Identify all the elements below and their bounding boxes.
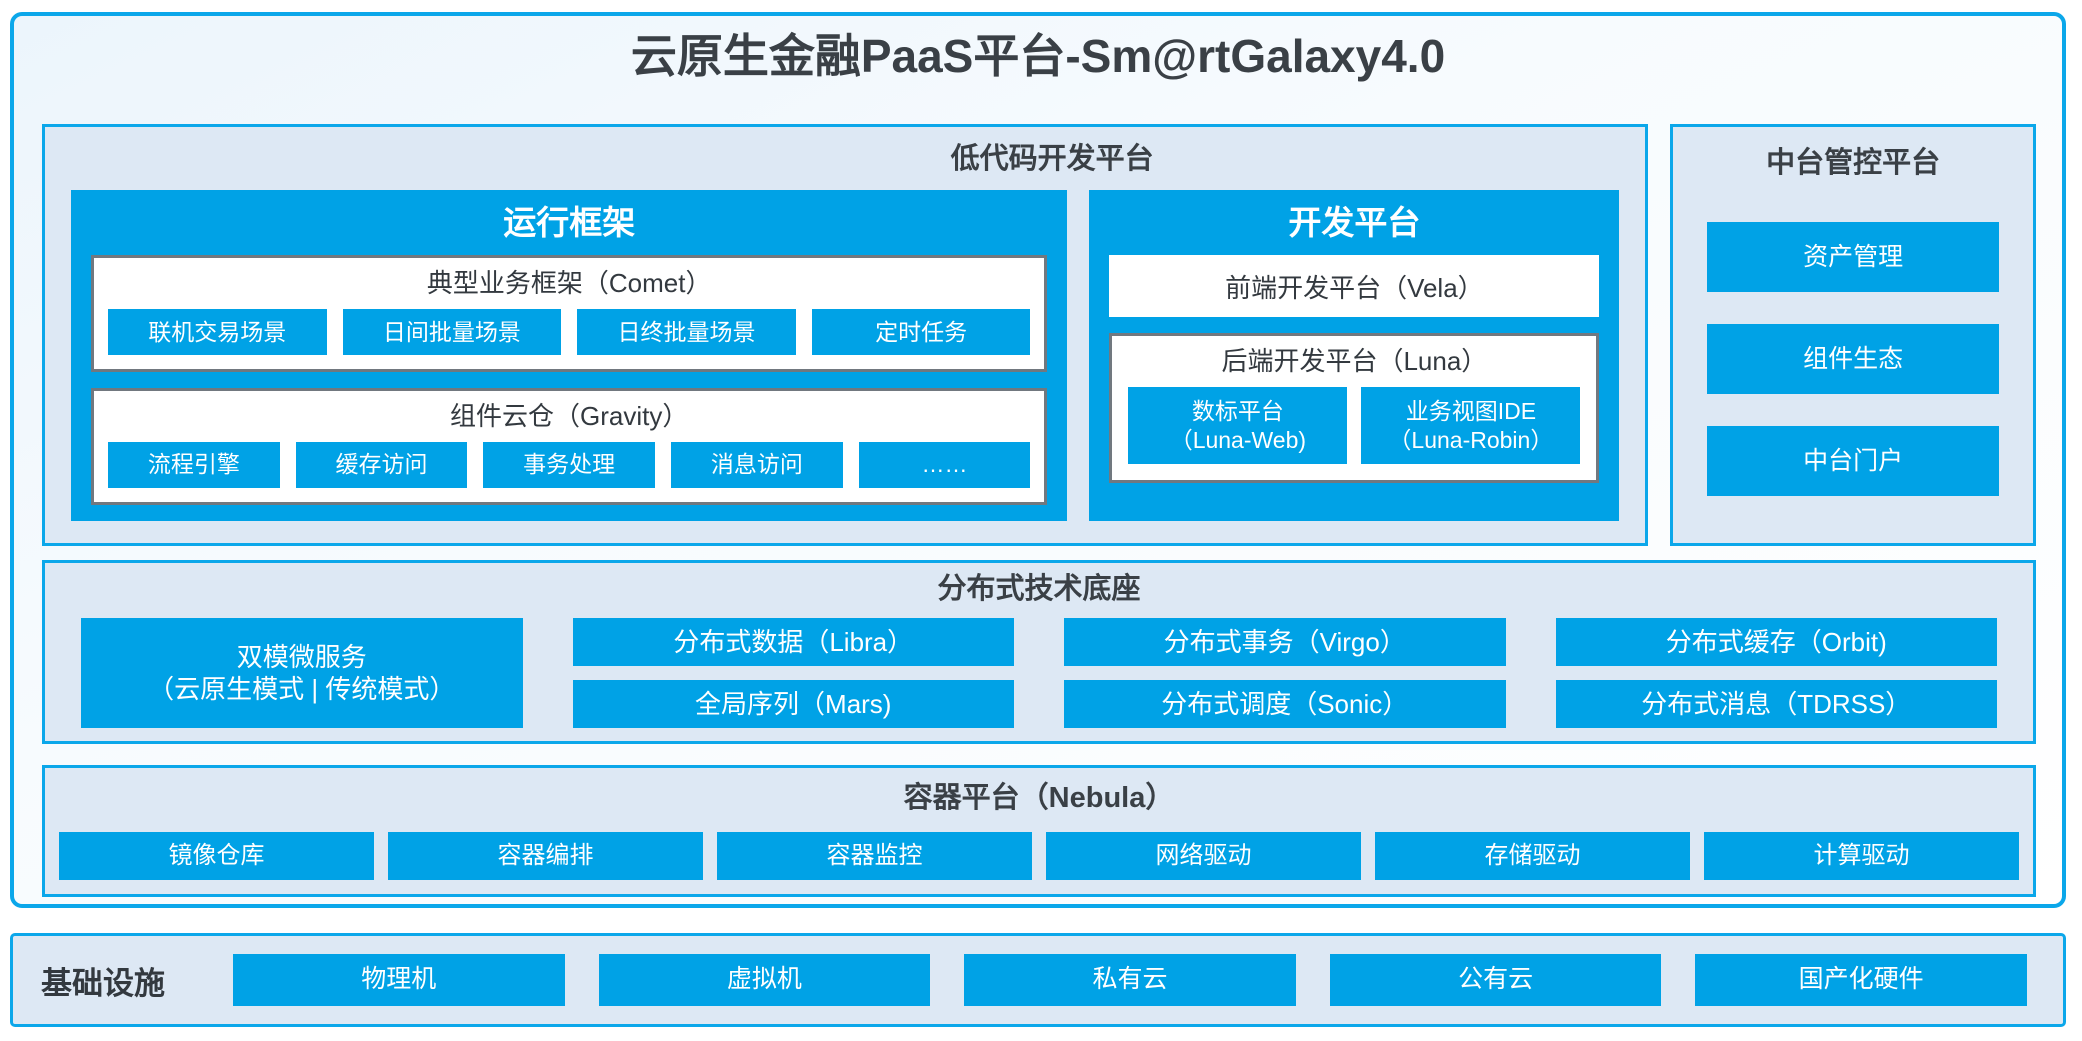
nebula-header: 容器平台（Nebula）: [903, 781, 1175, 814]
top-row: 低代码开发平台 运行框架 典型业务框架（Comet） 联机交易场景 日间批量场景…: [42, 123, 2036, 546]
dev-platform-panel: 开发平台 前端开发平台（Vela） 后端开发平台（Luna） 数标平台 （Lun…: [1089, 190, 1620, 521]
item-midplatform-portal: 中台门户: [1707, 426, 1999, 497]
comet-items: 联机交易场景 日间批量场景 日终批量场景 定时任务: [94, 308, 1044, 369]
item-process-engine: 流程引擎: [108, 441, 280, 488]
dev-platform-title: 开发平台: [1288, 204, 1421, 242]
luna-web-line2: （Luna-Web): [1169, 426, 1307, 453]
item-distributed-transaction-virgo: 分布式事务（Virgo）: [1064, 618, 1506, 667]
item-component-ecosystem: 组件生态: [1707, 324, 1999, 395]
luna-title: 后端开发平台（Luna）: [1221, 346, 1488, 377]
item-scheduled-task: 定时任务: [811, 308, 1031, 355]
runtime-framework-title: 运行框架: [503, 204, 636, 242]
item-public-cloud: 公有云: [1329, 954, 1662, 1006]
main-title: 云原生金融PaaS平台-Sm@rtGalaxy4.0: [630, 30, 1446, 82]
luna-box: 后端开发平台（Luna） 数标平台 （Luna-Web) 业务视图IDE （Lu…: [1109, 333, 1600, 484]
comet-title: 典型业务框架（Comet）: [426, 268, 712, 299]
item-image-registry: 镜像仓库: [59, 832, 374, 881]
luna-items: 数标平台 （Luna-Web) 业务视图IDE （Luna-Robin）: [1112, 386, 1596, 481]
item-luna-web: 数标平台 （Luna-Web): [1128, 386, 1348, 465]
item-network-driver: 网络驱动: [1046, 832, 1361, 881]
infrastructure-label: 基础设施: [41, 965, 165, 1001]
dual-mode-line1: 双模微服务: [236, 641, 367, 672]
midplatform-container: 中台管控平台 资产管理 组件生态 中台门户: [1670, 123, 2036, 546]
item-storage-driver: 存储驱动: [1375, 832, 1690, 881]
item-daytime-batch: 日间批量场景: [342, 308, 562, 355]
luna-robin-line1: 业务视图IDE: [1405, 397, 1537, 424]
luna-web-line1: 数标平台: [1191, 397, 1284, 424]
runtime-framework-panel: 运行框架 典型业务框架（Comet） 联机交易场景 日间批量场景 日终批量场景 …: [71, 190, 1068, 521]
midplatform-header: 中台管控平台: [1766, 146, 1941, 179]
item-distributed-cache-orbit: 分布式缓存（Orbit): [1555, 618, 1997, 667]
item-asset-management: 资产管理: [1707, 222, 1999, 293]
lowcode-platform-header: 低代码开发平台: [950, 142, 1154, 175]
item-distributed-data-libra: 分布式数据（Libra）: [572, 618, 1014, 667]
comet-box: 典型业务框架（Comet） 联机交易场景 日间批量场景 日终批量场景 定时任务: [91, 255, 1048, 372]
distributed-base-header: 分布式技术底座: [937, 572, 1141, 605]
gravity-box: 组件云仓（Gravity） 流程引擎 缓存访问 事务处理 消息访问 ……: [91, 387, 1048, 505]
midplatform-items: 资产管理 组件生态 中台门户: [1673, 182, 2033, 497]
item-virtual-machine: 虚拟机: [598, 954, 931, 1006]
item-message-access: 消息访问: [671, 441, 843, 488]
nebula-items: 镜像仓库 容器编排 容器监控 网络驱动 存储驱动 计算驱动: [45, 817, 2033, 881]
item-transaction-processing: 事务处理: [483, 441, 656, 488]
item-global-sequence-mars: 全局序列（Mars): [572, 680, 1014, 729]
item-distributed-messaging-tdrss: 分布式消息（TDRSS）: [1555, 680, 1997, 729]
lowcode-panels: 运行框架 典型业务框架（Comet） 联机交易场景 日间批量场景 日终批量场景 …: [45, 190, 1645, 542]
item-cache-access: 缓存访问: [295, 441, 468, 488]
gravity-title: 组件云仓（Gravity）: [450, 400, 689, 431]
item-private-cloud: 私有云: [964, 954, 1296, 1006]
distributed-grid: 双模微服务 （云原生模式 | 传统模式） 分布式数据（Libra） 分布式事务（…: [45, 608, 2033, 746]
item-eod-batch: 日终批量场景: [577, 308, 796, 355]
item-container-monitoring: 容器监控: [717, 832, 1032, 881]
gravity-items: 流程引擎 缓存访问 事务处理 消息访问 ……: [94, 441, 1044, 502]
lowcode-platform-container: 低代码开发平台 运行框架 典型业务框架（Comet） 联机交易场景 日间批量场景…: [42, 123, 1649, 546]
item-ellipsis: ……: [858, 441, 1031, 488]
item-dual-mode-microservices: 双模微服务 （云原生模式 | 传统模式）: [81, 618, 523, 729]
item-distributed-scheduling-sonic: 分布式调度（Sonic）: [1064, 680, 1506, 729]
distributed-base-container: 分布式技术底座 双模微服务 （云原生模式 | 传统模式） 分布式数据（Libra…: [42, 559, 2036, 746]
nebula-container: 容器平台（Nebula） 镜像仓库 容器编排 容器监控 网络驱动 存储驱动 计算…: [42, 764, 2036, 897]
infrastructure-bar: 基础设施 物理机 虚拟机 私有云 公有云 国产化硬件: [10, 933, 2066, 1027]
item-compute-driver: 计算驱动: [1704, 832, 2019, 881]
luna-robin-line2: （Luna-Robin）: [1388, 426, 1554, 453]
item-luna-robin: 业务视图IDE （Luna-Robin）: [1361, 386, 1581, 465]
item-online-trading: 联机交易场景: [108, 308, 327, 355]
item-container-orchestration: 容器编排: [388, 832, 703, 881]
dual-mode-line2: （云原生模式 | 传统模式）: [148, 674, 456, 705]
item-domestic-hardware: 国产化硬件: [1695, 954, 2027, 1006]
outer-frame: 云原生金融PaaS平台-Sm@rtGalaxy4.0 低代码开发平台 运行框架 …: [10, 12, 2066, 908]
vela-box: 前端开发平台（Vela）: [1109, 255, 1600, 318]
item-physical-machine: 物理机: [233, 954, 565, 1006]
